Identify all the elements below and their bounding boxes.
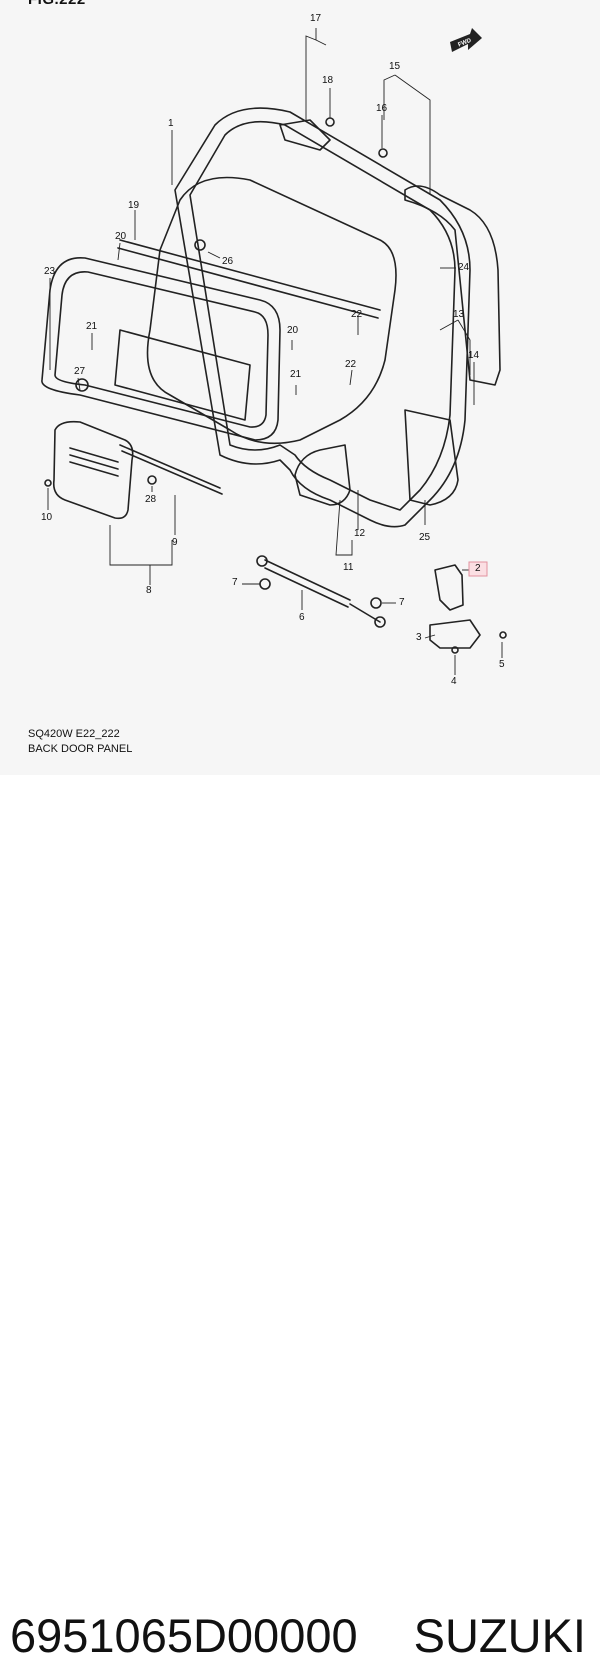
leader-13 (439, 319, 471, 375)
inner-glass (114, 329, 251, 421)
parts-diagram: FWD FIG.222 1 2 3 4 5 6 7 7 8 9 10 11 12… (0, 0, 600, 775)
top-garnish (279, 119, 331, 151)
callout-16[interactable]: 16 (376, 103, 388, 114)
fastener-26 (194, 239, 206, 251)
callout-14[interactable]: 14 (468, 350, 480, 361)
door-panel-outer (174, 107, 471, 528)
callout-12[interactable]: 12 (354, 528, 366, 539)
callout-27[interactable]: 27 (74, 366, 86, 377)
window-glass (41, 257, 281, 441)
callout-25[interactable]: 25 (419, 532, 431, 543)
callout-6[interactable]: 6 (299, 612, 305, 623)
hinge-lower (429, 619, 481, 649)
nut-28 (147, 475, 157, 485)
callout-20a[interactable]: 20 (115, 231, 127, 242)
molding-strip (117, 239, 381, 319)
leader-15 (383, 74, 431, 195)
callout-20b[interactable]: 20 (287, 325, 299, 336)
hinge-upper (434, 564, 464, 611)
callout-22b[interactable]: 22 (345, 359, 357, 370)
callout-21b[interactable]: 21 (290, 369, 302, 380)
callout-28[interactable]: 28 (145, 494, 157, 505)
gas-strut-end-top (256, 555, 268, 567)
garnish-slats (69, 447, 119, 477)
clip-16 (378, 148, 388, 158)
nut-7b (370, 597, 382, 609)
window-glass-inner (54, 271, 269, 428)
callout-21a[interactable]: 21 (86, 321, 98, 332)
callout-23[interactable]: 23 (44, 266, 56, 277)
highlight-callout-2 (468, 561, 488, 577)
callout-11[interactable]: 11 (343, 562, 354, 573)
callout-2[interactable]: 2 (475, 563, 481, 574)
leader-8 (109, 525, 173, 585)
leader-11 (335, 499, 353, 556)
figure-title: FIG.222 (28, 0, 86, 8)
part-number: 6951065D00000 (10, 1609, 358, 1662)
callout-layer: 1 2 3 4 5 6 7 7 8 9 10 11 12 13 14 15 16… (0, 0, 600, 775)
lower-trim-panel (404, 409, 459, 506)
leader-26 (207, 251, 221, 259)
callout-26[interactable]: 26 (222, 256, 234, 267)
leader-17 (305, 28, 327, 120)
leader-27 (77, 377, 81, 391)
leader-3 (424, 634, 436, 639)
leader-22b (349, 369, 353, 386)
fwd-badge-label: FWD (457, 38, 473, 49)
handle-bezel (294, 444, 351, 506)
callout-15[interactable]: 15 (389, 61, 401, 72)
listing-footer: 6951065D00000 SUZUKI (0, 775, 600, 1662)
bolt-4 (451, 646, 459, 654)
callout-8[interactable]: 8 (146, 585, 152, 596)
window-opening (146, 176, 397, 445)
garnish-panel (52, 420, 134, 520)
gas-strut-body (264, 559, 351, 608)
callout-1[interactable]: 1 (168, 118, 174, 129)
callout-22a[interactable]: 22 (351, 309, 363, 320)
callout-3[interactable]: 3 (416, 632, 422, 643)
fwd-direction-badge: FWD (450, 28, 482, 52)
callout-19[interactable]: 19 (128, 200, 140, 211)
callout-7b[interactable]: 7 (399, 597, 405, 608)
figure-name: BACK DOOR PANEL (28, 743, 133, 755)
upper-trim-panel (404, 185, 501, 386)
exploded-view-drawing: FWD (41, 28, 507, 675)
callout-4[interactable]: 4 (451, 676, 457, 687)
door-panel-inner (189, 120, 456, 511)
long-rod (119, 444, 223, 495)
callout-13[interactable]: 13 (453, 309, 465, 320)
callout-7a[interactable]: 7 (232, 577, 238, 588)
leader-20a (117, 242, 121, 261)
callout-18[interactable]: 18 (322, 75, 334, 86)
bolt-10 (44, 479, 52, 487)
callout-17[interactable]: 17 (310, 13, 322, 24)
gas-strut-rod (349, 603, 381, 623)
fastener-27 (75, 378, 89, 392)
gas-strut-end-bottom (374, 616, 386, 628)
callout-10[interactable]: 10 (41, 512, 53, 523)
bolt-5 (499, 631, 507, 639)
callout-5[interactable]: 5 (499, 659, 505, 670)
figure-code: SQ420W E22_222 (28, 728, 120, 740)
callout-9[interactable]: 9 (172, 537, 178, 548)
callout-24[interactable]: 24 (458, 262, 470, 273)
brand-name: SUZUKI (413, 1609, 586, 1662)
